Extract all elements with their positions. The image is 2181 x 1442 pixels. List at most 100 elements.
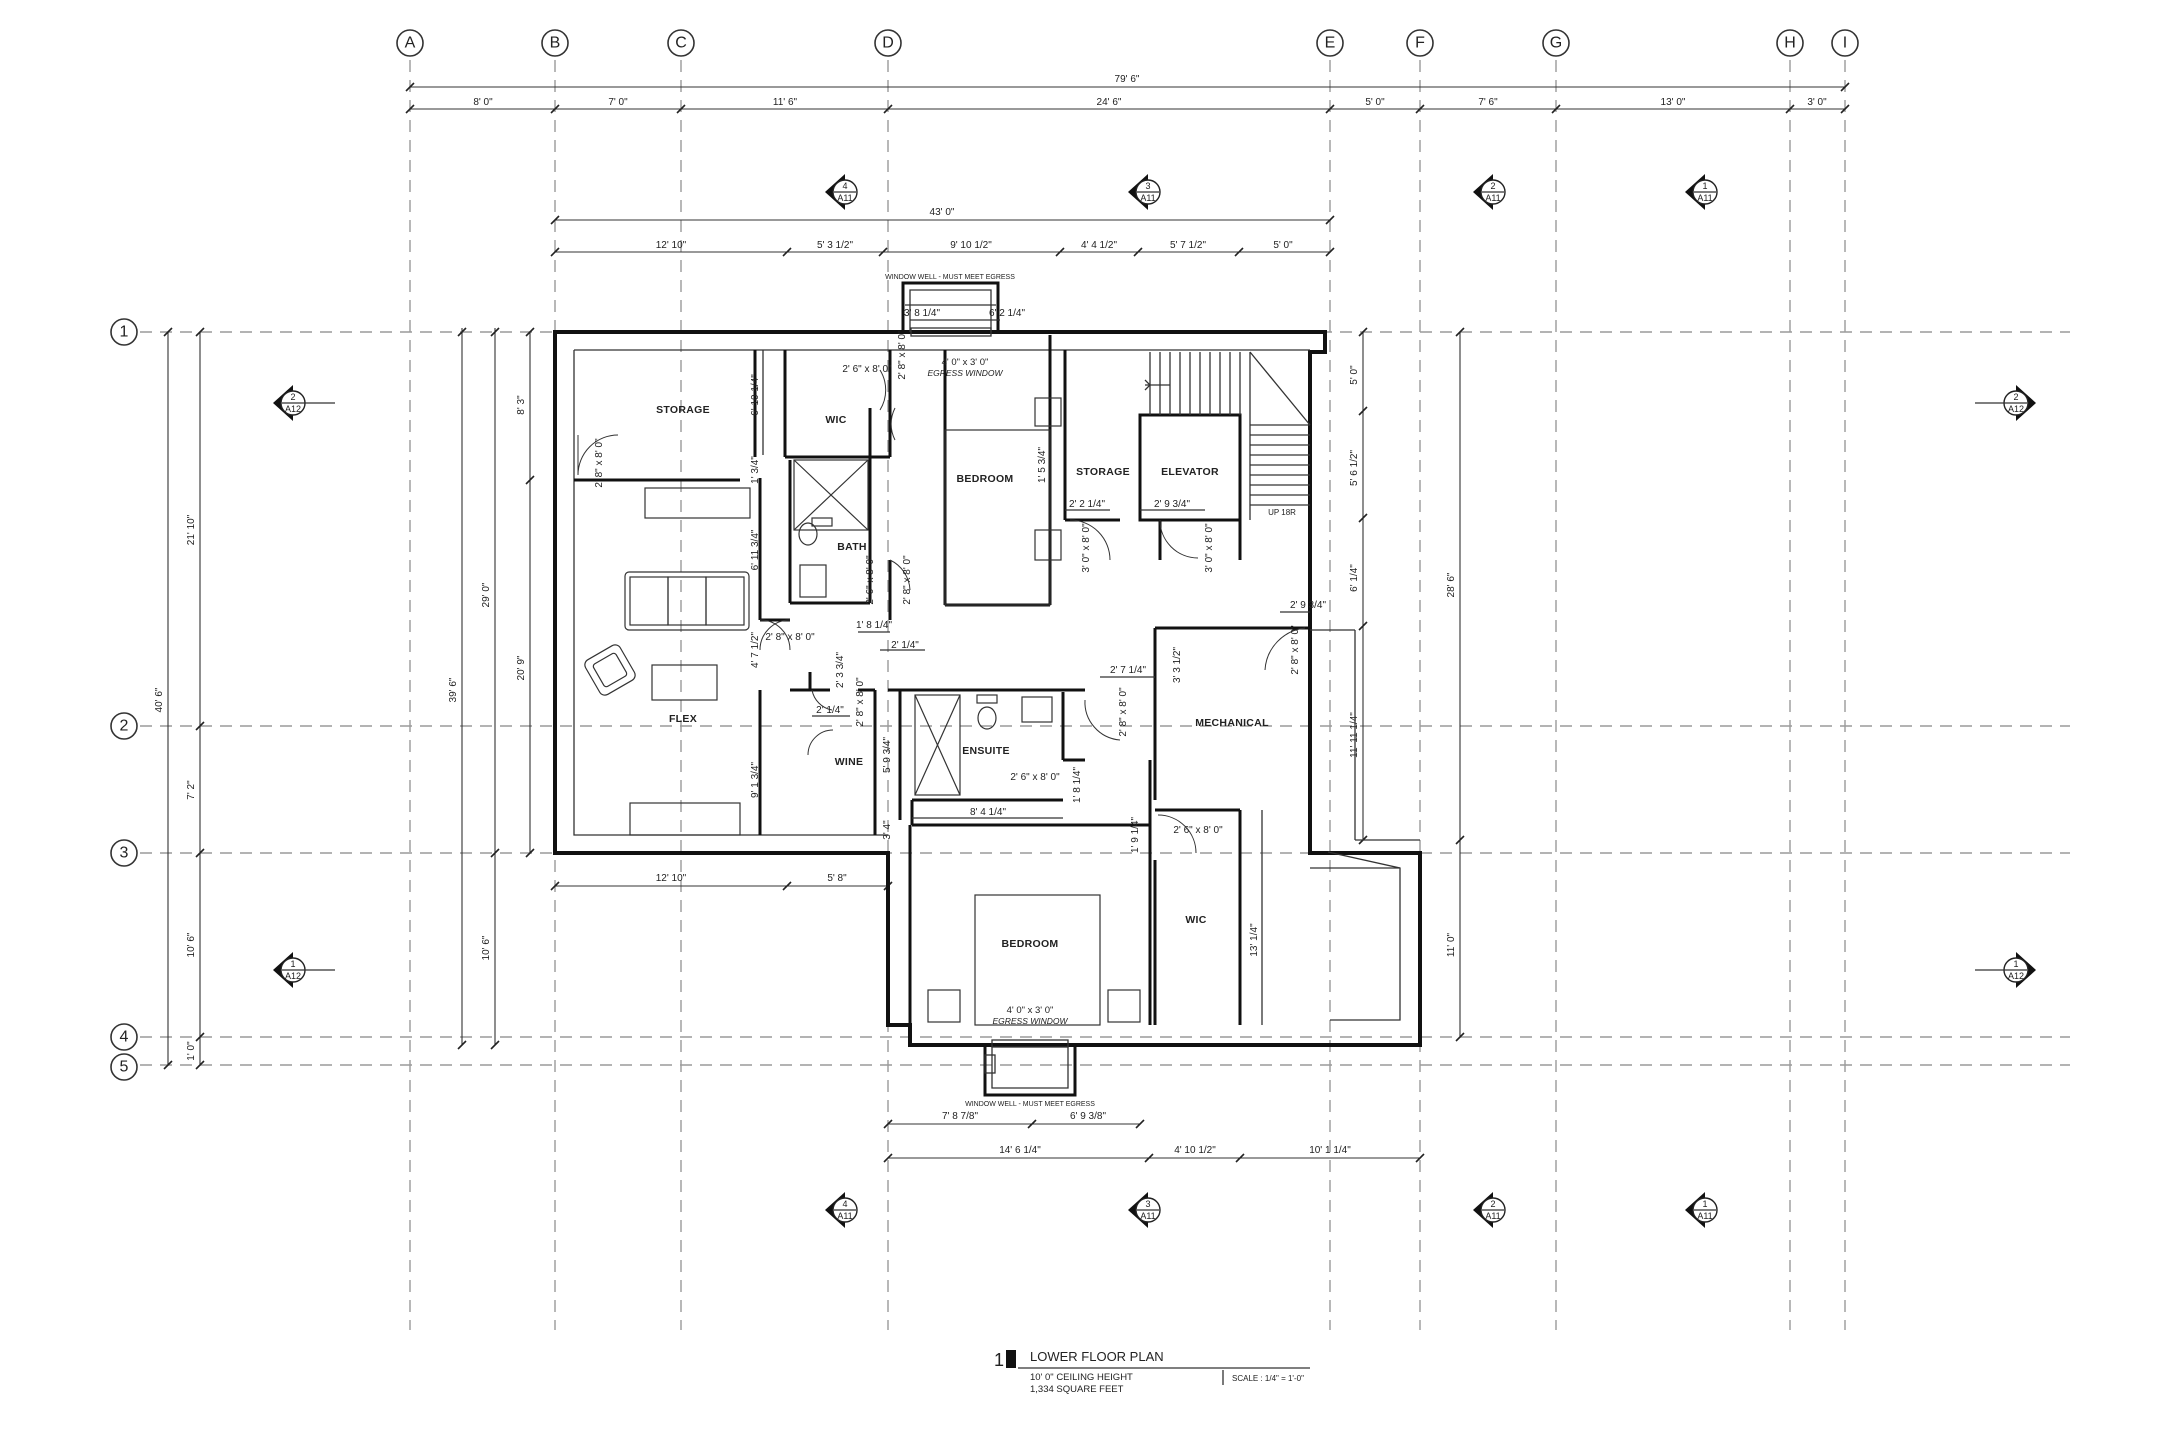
door-bed: 2' 8" x 8' 0": [902, 555, 913, 605]
svg-text:2: 2: [1490, 181, 1495, 191]
room-flex: FLEX: [669, 713, 697, 725]
dim-bldg-1: 12' 10": [656, 240, 687, 251]
svg-text:A11: A11: [1485, 193, 1500, 203]
idim-mech-w: 2' 9 3/4": [1290, 600, 1326, 611]
dim-bottom-3b: 4' 10 1/2": [1174, 1145, 1216, 1156]
grid-col-i: I: [1843, 35, 1847, 52]
dim-bottom-3a: 14' 6 1/4": [999, 1145, 1041, 1156]
grid-row-4: 4: [120, 1029, 129, 1046]
note-egress-label-bottom: EGRESS WINDOW: [992, 1016, 1068, 1026]
room-wine: WINE: [835, 756, 864, 768]
svg-text:2: 2: [2013, 392, 2018, 402]
title-text: LOWER FLOOR PLAN: [1030, 1349, 1164, 1364]
dim-left-4: 1' 0": [186, 1041, 197, 1061]
door-labels: 2' 8" x 8' 0" 2' 6" x 8' 0" 2' 8" x 8' 0…: [594, 330, 1301, 836]
svg-text:A11: A11: [1697, 193, 1712, 203]
idim-storage-h2: 1' 3/4": [750, 456, 761, 484]
section-markers: 4 A11 3 A11 2 A11 1 A11 4: [273, 174, 2036, 1228]
svg-text:3: 3: [1145, 1199, 1150, 1209]
door-wic: 2' 6" x 8' 0": [842, 364, 892, 375]
dim-a-b: 8' 0": [473, 97, 493, 108]
dim-bottom-1b: 5' 8": [827, 873, 847, 884]
idim-wine-h2: 5' 9 3/4": [882, 737, 893, 773]
dim-e-f: 5' 0": [1365, 97, 1385, 108]
interior-dimensions: 3' 8 1/4" 6' 2 1/4" 6' 10 1/4" 1' 3/4" 6…: [750, 308, 1326, 1025]
dim-right-total: 28' 6": [1446, 572, 1457, 597]
door-elev: 3' 0" x 8' 0": [1204, 523, 1215, 573]
window-notes: WINDOW WELL - MUST MEET EGRESS 4' 0" x 3…: [885, 274, 1095, 1108]
door-storage: 2' 8" x 8' 0": [594, 438, 605, 488]
grid-row-2: 2: [120, 718, 129, 735]
note-window-well-bottom: WINDOW WELL - MUST MEET EGRESS: [965, 1101, 1095, 1108]
note-egress-size-top: 4' 0" x 3' 0": [942, 357, 989, 368]
grid-col-g: G: [1550, 35, 1562, 52]
door-wic-lower: 2' 6" x 8' 0": [1173, 825, 1223, 836]
room-storage-small: STORAGE: [1076, 466, 1130, 478]
stair: UP 18R: [1144, 351, 1311, 520]
idim-well-left: 3' 8 1/4": [904, 308, 940, 319]
grid-col-h: H: [1784, 35, 1796, 52]
dim-right-3: 6' 1/4": [1349, 564, 1360, 592]
room-mechanical: MECHANICAL: [1195, 717, 1269, 729]
idim-el-w: 2' 9 3/4": [1154, 499, 1190, 510]
title-area: 1,334 SQUARE FEET: [1030, 1384, 1124, 1395]
dim-b-c: 7' 0": [608, 97, 628, 108]
door-flex: 2' 8" x 8' 0": [765, 632, 815, 643]
dim-f-g: 7' 6": [1478, 97, 1498, 108]
svg-text:1: 1: [1702, 1199, 1707, 1209]
room-elevator: ELEVATOR: [1161, 466, 1219, 478]
svg-text:A11: A11: [837, 193, 852, 203]
note-egress-size-bottom: 4' 0" x 3' 0": [1007, 1005, 1054, 1016]
dim-left-total: 40' 6": [154, 687, 165, 712]
dim-c-d: 11' 6": [773, 97, 798, 108]
grid-row-bubbles: 1 2 3 4 5: [110, 318, 138, 1081]
doors: [577, 369, 1306, 854]
svg-text:A11: A11: [1697, 1211, 1712, 1221]
door-ens2: 2' 6" x 8' 0": [1010, 772, 1060, 783]
svg-text:A11: A11: [1485, 1211, 1500, 1221]
right-dimensions: 5' 0" 5' 6 1/2" 6' 1/4" 11' 11 1/4" 28' …: [1349, 327, 1465, 1042]
dim-building-width: 43' 0": [930, 207, 955, 218]
idim-bed-closet: 1' 5 3/4": [1037, 447, 1048, 483]
grid-row-1: 1: [120, 324, 129, 341]
idim-well-right: 6' 2 1/4": [989, 308, 1025, 319]
title-ceiling: 10' 0" CEILING HEIGHT: [1030, 1372, 1133, 1383]
svg-text:4: 4: [842, 181, 847, 191]
dim-bottom-3c: 10' 1 1/4": [1309, 1145, 1351, 1156]
svg-text:A11: A11: [837, 1211, 852, 1221]
svg-text:4: 4: [842, 1199, 847, 1209]
dim-bottom-2a: 7' 8 7/8": [942, 1111, 978, 1122]
dim-left-sub-1: 8' 3": [516, 395, 527, 415]
dim-left-inner-1: 29' 0": [481, 582, 492, 607]
section-marker: 1 A12: [1975, 952, 2036, 988]
svg-text:A11: A11: [1140, 1211, 1155, 1221]
top-dimensions: 79' 6" 8' 0" 7' 0" 11' 6" 24' 6" 5' 0" 7…: [405, 74, 1850, 257]
dim-right-1: 5' 0": [1349, 365, 1360, 385]
section-marker: 3 A11: [1128, 174, 1161, 210]
dim-left-1: 21' 10": [186, 514, 197, 545]
door-ens: 2' 8" x 8' 0": [1118, 687, 1129, 737]
door-mech: 2' 8" x 8' 0": [1290, 625, 1301, 675]
section-marker: 3 A11: [1128, 1192, 1161, 1228]
section-marker: 2 A12: [1975, 385, 2036, 421]
idim-ens-w: 2' 7 1/4": [1110, 665, 1146, 676]
dim-left-inner-2: 10' 6": [481, 935, 492, 960]
section-marker: 1 A11: [1685, 174, 1718, 210]
svg-text:1: 1: [1702, 181, 1707, 191]
grid-col-b: B: [550, 35, 561, 52]
dim-left-2: 7' 2": [186, 780, 197, 800]
room-ensuite: ENSUITE: [962, 745, 1010, 757]
dim-h-i: 3' 0": [1807, 97, 1827, 108]
idim-bath-w: 1' 8 1/4": [856, 620, 892, 631]
svg-text:2: 2: [290, 392, 295, 402]
grid-col-d: D: [882, 35, 894, 52]
window-wells: [901, 281, 1077, 1097]
title-block: 1 LOWER FLOOR PLAN 10' 0" CEILING HEIGHT…: [994, 1349, 1310, 1395]
section-marker: 1 A12: [273, 952, 335, 988]
dim-overall-width: 79' 6": [1115, 74, 1140, 85]
dim-bottom-2b: 6' 9 3/8": [1070, 1111, 1106, 1122]
note-egress-label-top: EGRESS WINDOW: [927, 368, 1003, 378]
dim-d-e: 24' 6": [1097, 97, 1122, 108]
room-storage: STORAGE: [656, 404, 710, 416]
